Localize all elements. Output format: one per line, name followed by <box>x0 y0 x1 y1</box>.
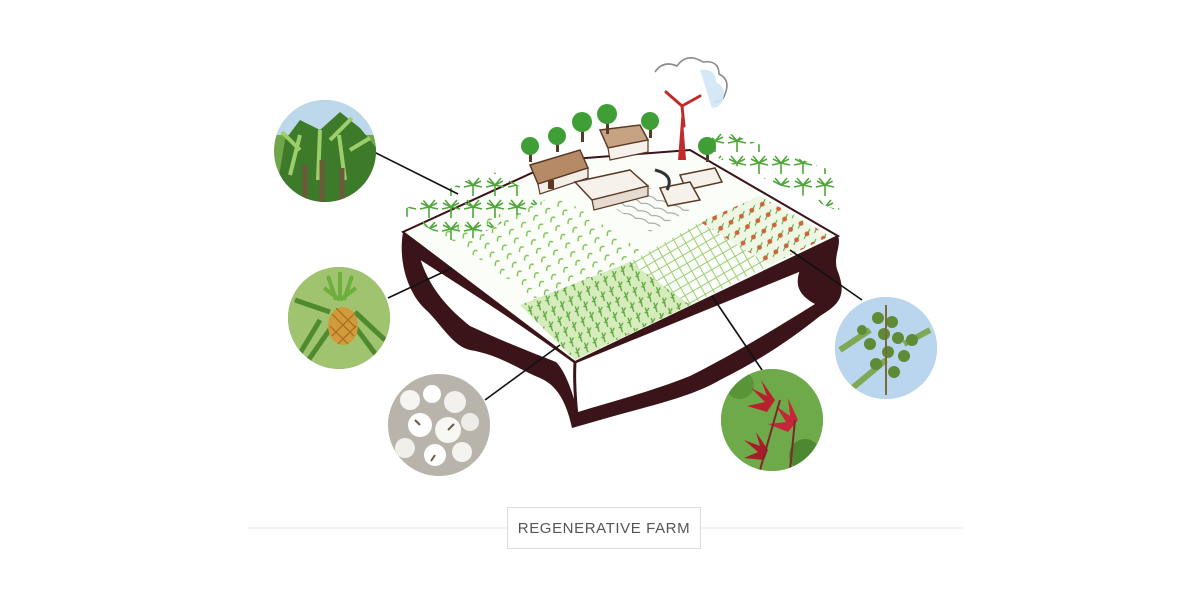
farm-road <box>654 168 671 191</box>
tree <box>572 112 592 142</box>
soil-block <box>401 232 842 428</box>
storage-shed <box>658 167 724 207</box>
caption-box: REGENERATIVE FARM <box>507 507 701 549</box>
field-grid-crop <box>630 222 770 305</box>
tree <box>698 137 716 162</box>
leader-line-hibiscus <box>711 295 763 371</box>
tree <box>548 127 566 152</box>
leader-lines <box>373 151 863 401</box>
cloud <box>654 57 728 108</box>
trees <box>521 104 716 162</box>
crop-photo-pineapple <box>288 267 390 369</box>
caption-label: REGENERATIVE FARM <box>517 519 691 537</box>
farm-buildings <box>528 124 724 211</box>
tree <box>597 104 617 134</box>
palm-row-left <box>398 170 545 245</box>
leader-line-cotton <box>484 344 561 401</box>
leader-line-pineapple <box>387 267 453 299</box>
crop-photo-banana <box>274 100 376 202</box>
long-shed <box>573 169 650 211</box>
tree <box>521 137 539 162</box>
crop-photo-castor-bean <box>835 297 937 399</box>
farm-top-surface <box>398 130 841 364</box>
crop-photo-hibiscus <box>721 369 823 471</box>
warehouse <box>598 124 650 161</box>
leader-line-castor <box>789 249 863 301</box>
palm-row-right <box>700 130 840 212</box>
barn <box>528 149 590 195</box>
tree <box>641 112 659 138</box>
leader-line-banana <box>373 151 459 195</box>
windmill <box>664 90 702 160</box>
crop-photo-cotton <box>388 374 490 476</box>
